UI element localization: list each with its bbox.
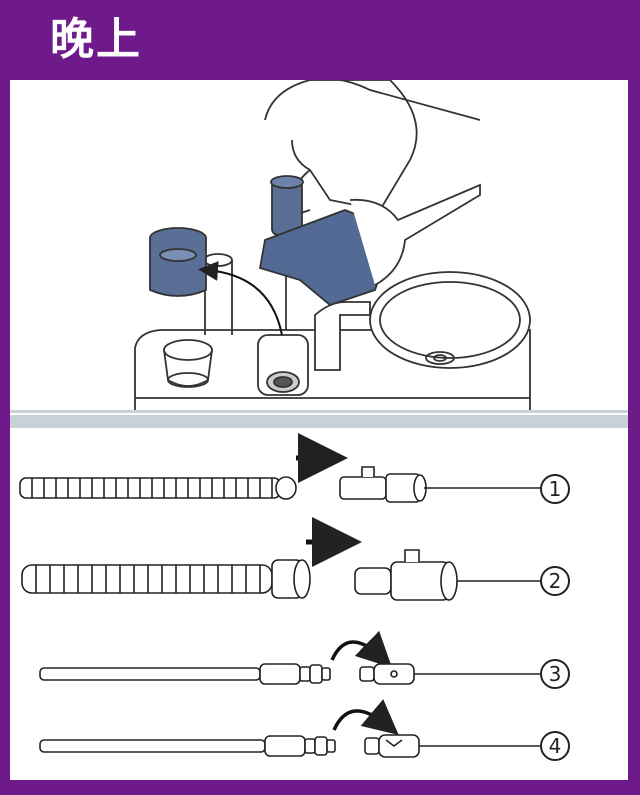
page-title: 晚上 <box>50 14 142 65</box>
step-4 <box>39 699 550 758</box>
connector-icon <box>339 466 427 503</box>
step-1 <box>19 433 550 503</box>
slim-tube-icon <box>39 735 336 757</box>
step-number-2: 2 <box>540 566 570 596</box>
cleaning-scene <box>134 80 531 410</box>
instruction-panel: 1 2 3 4 <box>10 80 628 780</box>
section-divider <box>10 410 628 428</box>
connector-icon <box>364 734 420 758</box>
connector-icon <box>354 549 458 601</box>
step-3 <box>39 630 550 685</box>
standard-tube-icon <box>19 476 297 500</box>
large-tube-icon <box>21 559 311 599</box>
slim-tube-icon <box>39 663 331 685</box>
water-chamber-icon <box>270 175 304 236</box>
step-number-4: 4 <box>540 731 570 761</box>
water-chamber-icon <box>149 227 207 297</box>
washbasin-icon <box>369 271 531 369</box>
instruction-illustration <box>10 80 628 758</box>
mask-cushion-icon <box>257 334 309 396</box>
step-number-3: 3 <box>540 659 570 689</box>
connector-icon <box>359 663 415 685</box>
step-2 <box>21 517 550 601</box>
step-number-1: 1 <box>540 474 570 504</box>
